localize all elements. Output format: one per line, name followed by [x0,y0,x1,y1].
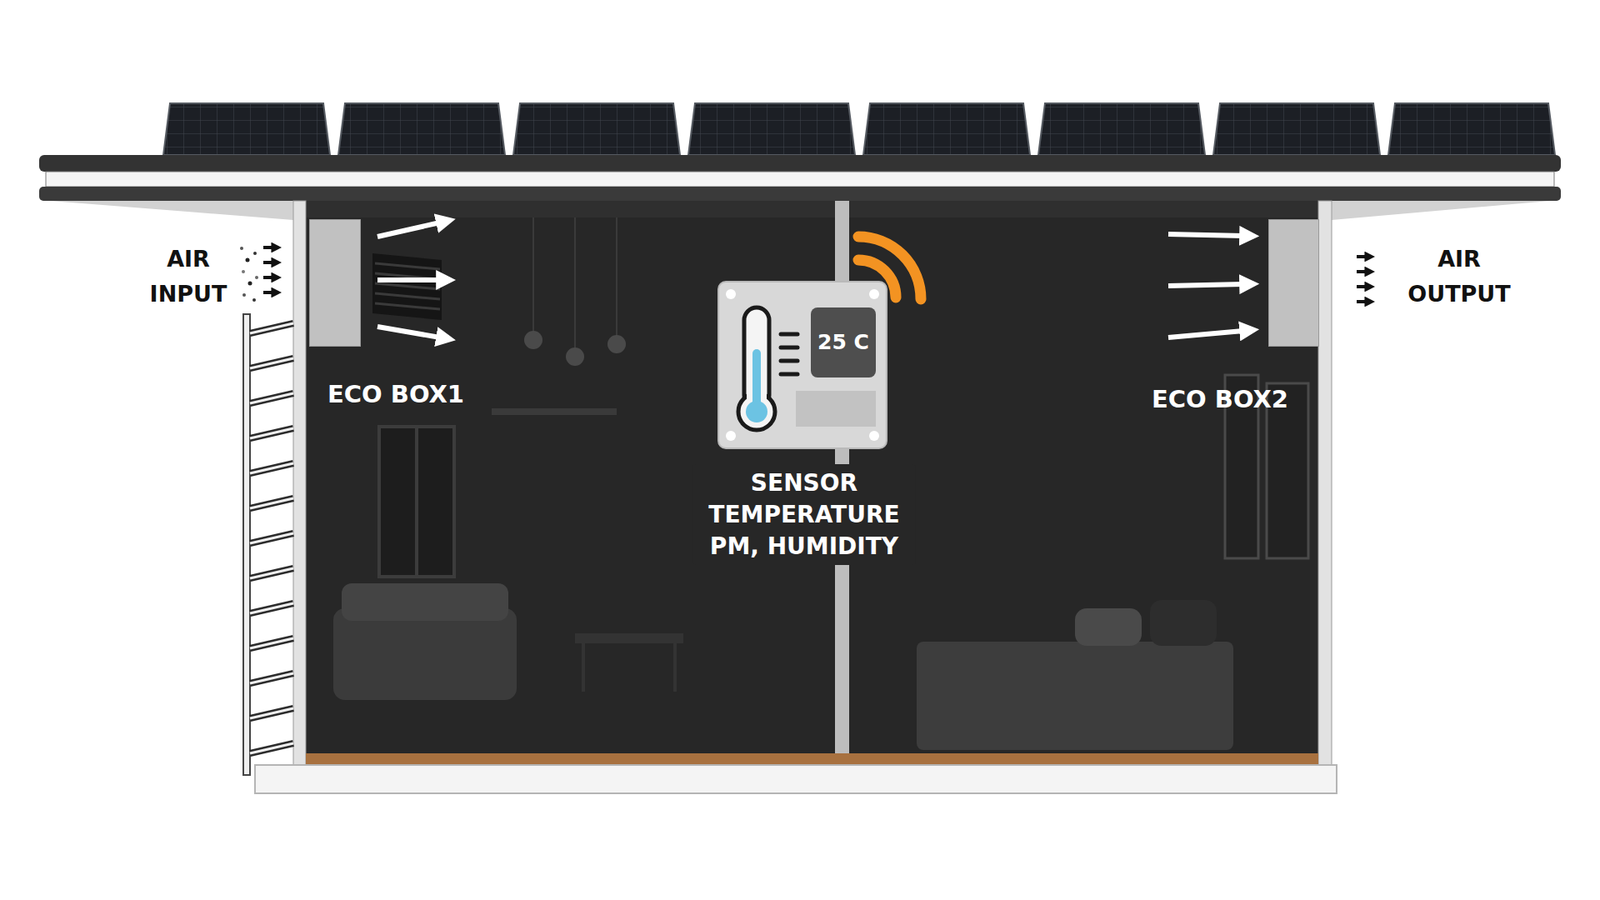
solar-panel [163,103,330,155]
scale-tick [780,345,798,350]
node-heading: ECO BOX2 [1151,383,1289,416]
vent-grille [372,253,442,320]
dust-dot [248,281,253,286]
solar-panel [688,103,855,155]
dust-dot [252,298,256,302]
dust-dot [245,258,250,263]
sensor-display: 25 C [810,307,876,378]
solar-panel [1388,103,1555,155]
scale-tick [780,359,798,364]
bed [916,641,1234,750]
thermometer-level [745,400,768,423]
reading-value: 25 C [817,328,870,357]
air-input-arrow [263,260,274,265]
dust-dot [240,246,244,250]
table-leg [581,643,585,692]
solar-panel [863,103,1030,155]
screw [725,430,736,441]
pendant-light [565,347,585,366]
solar-panel [513,103,680,155]
dust-dot [253,251,257,255]
pendant-light [524,330,543,350]
air-input-arrow [263,245,274,250]
ceiling [305,200,1319,218]
room-interior [305,200,1319,765]
node-heading: SENSOR TEMPERATURE PM, HUMIDITY [693,464,916,565]
window [379,426,455,577]
ladder-rung-edge [250,323,294,754]
air-input-arrow [263,290,274,295]
window-bar [415,426,419,577]
table-leg [673,643,677,692]
wall-post [293,200,306,765]
floor-slab [255,765,1337,794]
vent-slats [375,263,440,310]
roof-edge [39,155,1561,172]
node-heading: ECO BOX1 [327,378,465,411]
air-output-arrow [1356,255,1367,259]
ladder-rungs [250,323,294,754]
solar-panel [1038,103,1205,155]
pendant-cord [615,217,618,338]
pillow [1150,600,1217,646]
flow-label: AIR INPUT [132,241,245,312]
solar-panel [1213,103,1380,155]
screw [725,289,736,300]
screw [869,289,880,300]
flow-label: AIR OUTPUT [1403,241,1516,312]
roof-soffit [50,200,294,220]
air-flow-arrow [377,326,440,338]
dust-dot [255,275,259,280]
air-flow-arrow [1168,284,1244,286]
screw [869,430,880,441]
wall-post [1318,200,1332,765]
pendant-cord [532,217,535,334]
solar-panel [338,103,505,155]
air-output-arrow [1356,285,1367,289]
kitchen-shelf [491,408,617,415]
pillow [1075,608,1142,646]
pendant-light [607,335,626,354]
roof-band [45,171,1555,187]
air-flow-arrow [377,277,440,283]
roof-soffit [1331,200,1550,220]
scale-tick [780,332,798,337]
air-flow-arrow [1168,234,1244,236]
eco-box: ECO BOX2 [1268,219,1320,347]
sensor-slot [795,390,876,427]
air-input-arrow [263,275,274,280]
coffee-table [575,633,684,644]
ladder-rail [243,314,250,775]
eco-box: ECO BOX1 [309,219,361,347]
sofa [333,608,517,700]
air-output-arrow [1356,270,1367,274]
sensor-panel: SENSOR TEMPERATURE PM, HUMIDITY25 C [717,280,888,450]
roof-beam [39,186,1561,201]
wood-floor [305,753,1319,765]
air-output-arrow [1356,300,1367,304]
pendant-cord [574,217,576,350]
scale-tick [780,372,798,377]
air-flow-arrow [1168,330,1244,338]
dust-dot [241,270,245,274]
sofa-back [341,583,509,621]
air-flow-arrow [377,222,440,237]
dust-dot [242,293,246,297]
